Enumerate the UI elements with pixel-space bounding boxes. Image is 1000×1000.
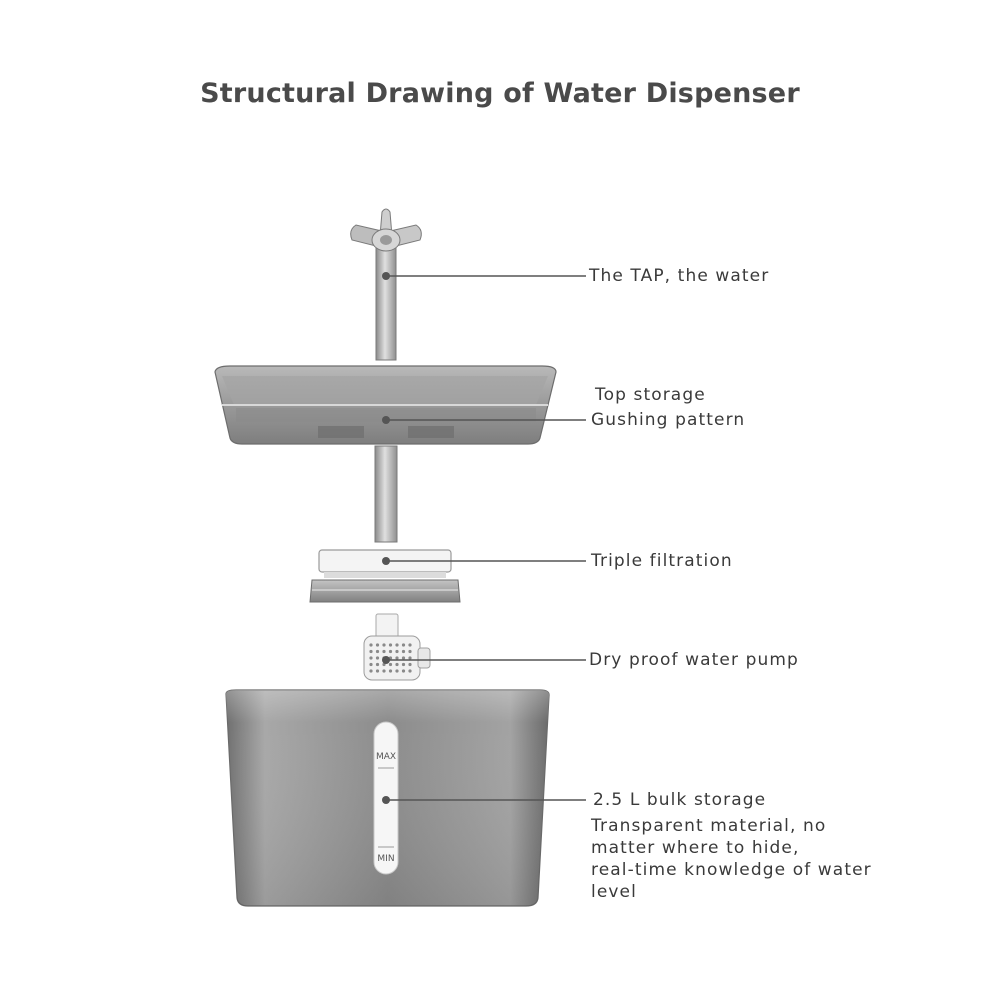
leader-dot-tap [382,272,390,280]
pump-perforation [375,643,380,647]
pump-perforation [369,662,373,667]
label-top-storage: Top storage [595,385,706,405]
pump-perforation [395,656,399,660]
description-block: Transparent material, no matter where to… [591,815,872,903]
pump-perforation [382,643,386,647]
pump-perforation [401,643,406,647]
pump-perforation [401,669,406,673]
tap-part [350,208,422,361]
pump-perforation [382,649,386,654]
pump-part [363,613,431,681]
pump-perforation [388,643,393,647]
pump-perforation [401,662,406,667]
pump-perforation [369,643,373,647]
description-line: Transparent material, no [591,816,827,836]
leader-dot-filtration [382,557,390,565]
pump-perforation [395,649,399,654]
description-line: real-time knowledge of water [591,860,872,880]
description-line: matter where to hide, [591,838,800,858]
gauge-max-label: MAX [376,752,396,762]
pump-perforation [408,662,412,667]
pump-perforation [401,649,406,654]
leader-dots [382,272,390,804]
leader-lines [386,275,586,801]
pump-perforation [375,662,380,667]
leader-dot-pump [382,656,390,664]
pump-perforation [382,669,386,673]
pump-perforation [369,656,373,660]
gauge-min-label: MIN [377,854,394,864]
top-storage-tray [214,365,557,445]
pump-perforation [408,649,412,654]
pump-perforation [388,669,393,673]
pump-perforation [375,669,380,673]
pump-perforation [369,669,373,673]
pump-perforation [401,656,406,660]
page-title: Structural Drawing of Water Dispenser [200,78,800,109]
pump-perforation [408,656,412,660]
pump-perforation [388,649,393,654]
pump-perforation [375,649,380,654]
pump-perforation [408,669,412,673]
pump-perforation [388,662,393,667]
label-tap: The TAP, the water [589,266,770,286]
label-gushing-pattern: Gushing pattern [591,410,746,430]
pump-perforation [395,643,399,647]
pump-perforation [408,643,412,647]
middle-tube [374,445,398,543]
pump-perforation [395,662,399,667]
label-pump: Dry proof water pump [589,650,799,670]
leader-dot-bulk [382,796,390,804]
pump-perforation [369,649,373,654]
description-line: level [591,882,637,902]
label-bulk-storage: 2.5 L bulk storage [593,790,767,810]
leader-dot-gushing [382,416,390,424]
label-triple-filtration: Triple filtration [591,551,733,571]
pump-perforation [395,669,399,673]
pump-perforation [375,656,380,660]
